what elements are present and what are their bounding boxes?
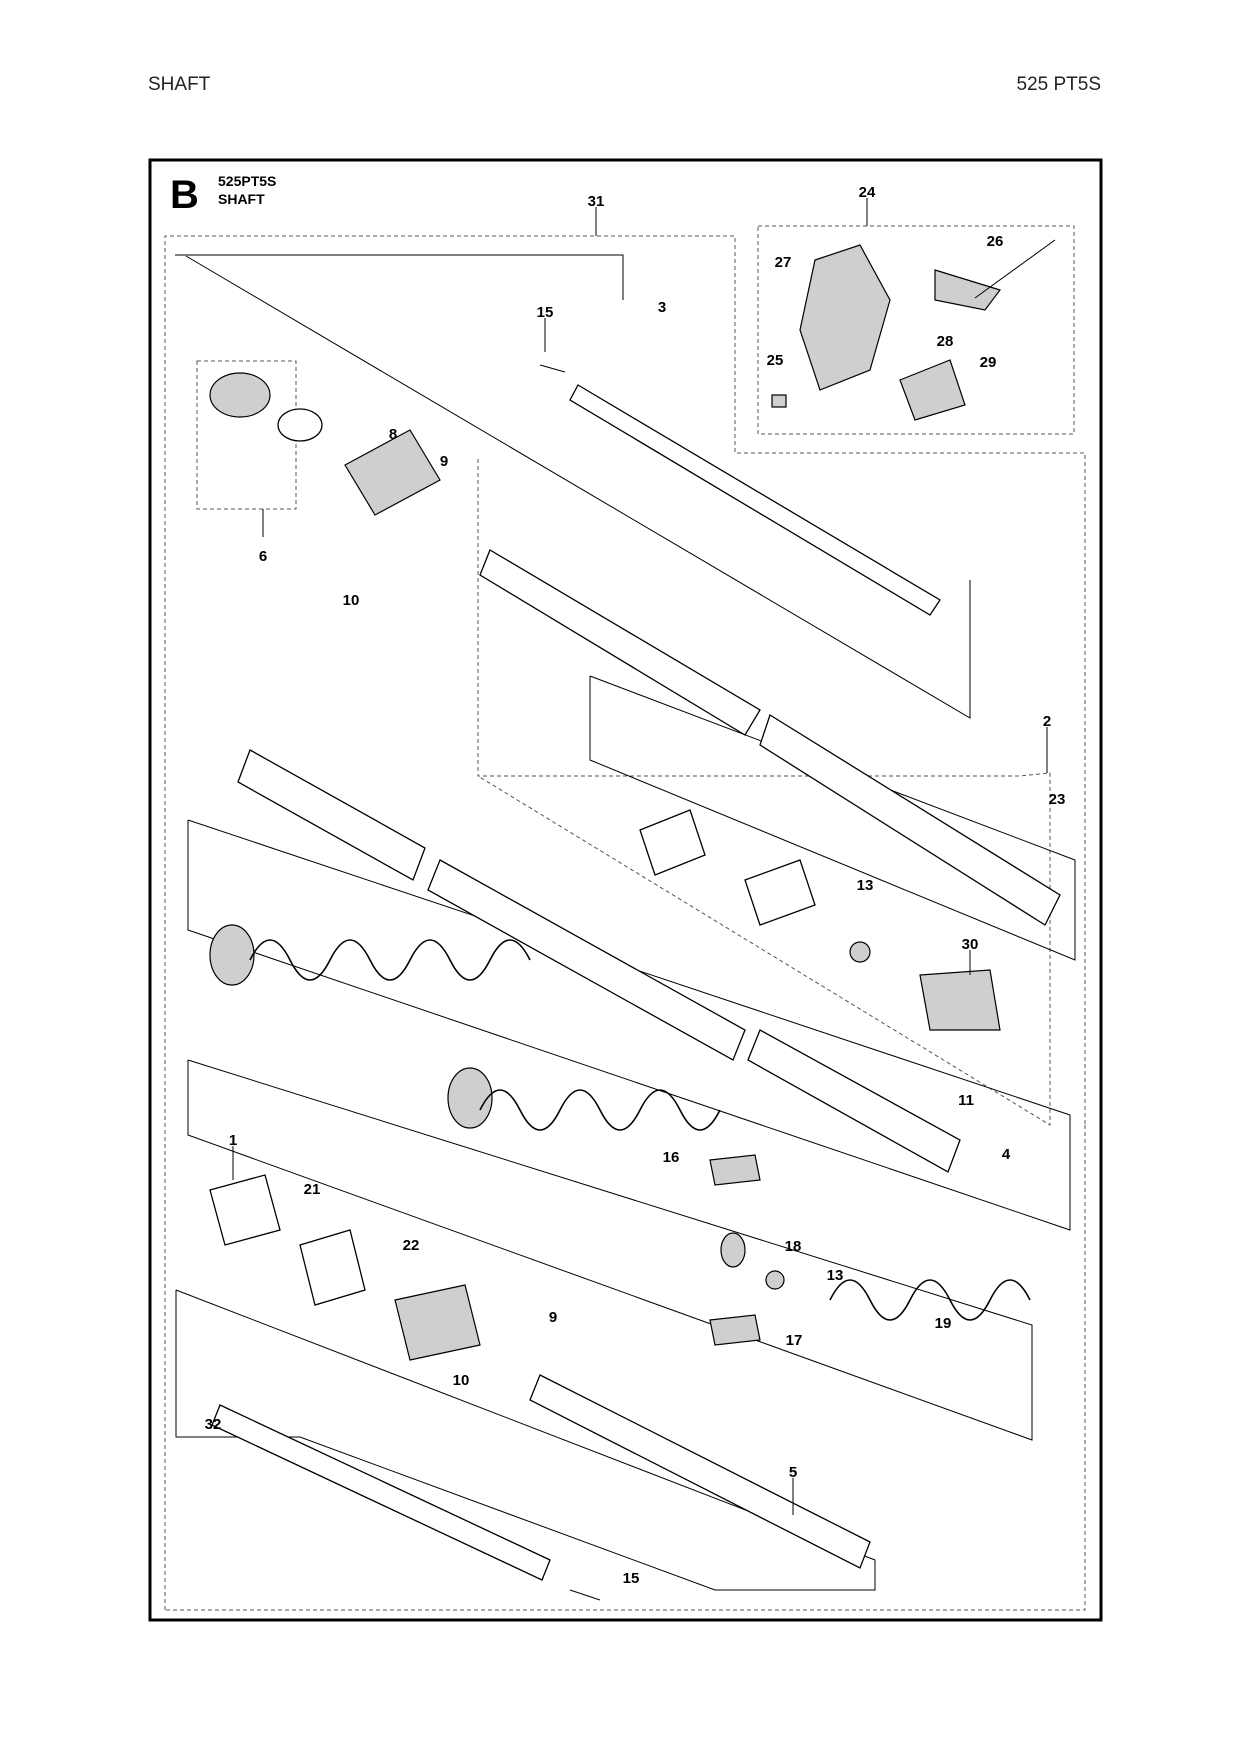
callout-29: 29 — [980, 354, 997, 371]
diagram-frame — [148, 158, 1103, 1622]
callout-9: 9 — [440, 453, 448, 470]
diagram-title: SHAFT — [218, 191, 265, 207]
callout-15b: 15 — [623, 1570, 640, 1587]
callout-31: 31 — [588, 193, 605, 210]
callout-10: 10 — [343, 592, 360, 609]
group-outlines — [164, 225, 1086, 1611]
callout-28: 28 — [937, 333, 954, 350]
page-header-model: 525 PT5S — [1016, 74, 1102, 95]
callout-21: 21 — [304, 1181, 321, 1198]
callout-9b: 9 — [549, 1309, 557, 1326]
callout-4: 4 — [1002, 1146, 1011, 1163]
parts — [209, 239, 1056, 1601]
callout-32: 32 — [205, 1416, 222, 1433]
callout-23: 23 — [1049, 791, 1066, 808]
callout-5: 5 — [789, 1464, 797, 1481]
callout-15: 15 — [537, 304, 554, 321]
callout-30: 30 — [962, 936, 979, 953]
leader-lines — [232, 198, 1048, 1515]
callout-26: 26 — [987, 233, 1004, 250]
callout-19: 19 — [935, 1315, 952, 1332]
callout-3: 3 — [658, 299, 666, 316]
callout-13b: 13 — [827, 1267, 844, 1284]
diagram-letter: B — [170, 173, 199, 217]
callout-13: 13 — [857, 877, 874, 894]
callout-24: 24 — [859, 184, 876, 201]
callout-1: 1 — [229, 1132, 237, 1149]
callout-16: 16 — [663, 1149, 680, 1166]
callout-27: 27 — [775, 254, 792, 271]
callout-22: 22 — [403, 1237, 420, 1254]
callout-25: 25 — [767, 352, 784, 369]
callout-18: 18 — [785, 1238, 802, 1255]
callout-labels: 31 24 26 27 15 3 28 25 29 8 9 6 10 2 23 … — [205, 184, 1066, 1587]
callout-17: 17 — [786, 1332, 803, 1349]
diagram-model: 525PT5S — [218, 173, 276, 189]
callout-6: 6 — [259, 548, 267, 565]
callout-10b: 10 — [453, 1372, 470, 1389]
page-header-section: SHAFT — [148, 74, 211, 95]
springs — [249, 939, 1031, 1321]
callout-2: 2 — [1043, 713, 1051, 730]
callout-11: 11 — [958, 1092, 974, 1109]
shaft-tubes — [211, 384, 1061, 1581]
callout-8: 8 — [389, 426, 397, 443]
